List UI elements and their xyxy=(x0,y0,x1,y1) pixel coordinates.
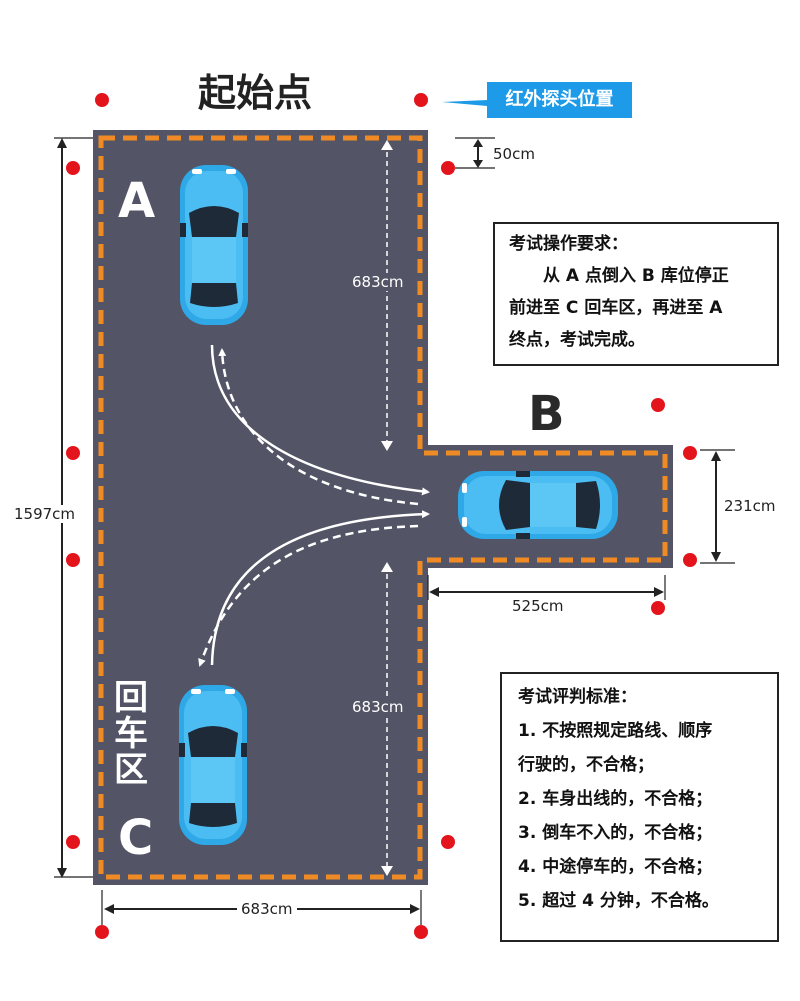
car-c xyxy=(179,685,247,845)
sensor-dot xyxy=(66,835,80,849)
sensor-dot xyxy=(651,398,665,412)
garage-depth-dim: 525cm xyxy=(512,597,564,615)
sensor-dot xyxy=(414,93,428,107)
sensor-dot xyxy=(66,553,80,567)
requirements-line: 终点，考试完成。 xyxy=(509,330,645,350)
sensor-dot xyxy=(95,93,109,107)
scoring-criteria-box: 考试评判标准： 1. 不按照规定路线、顺序 行驶的，不合格； 2. 车身出线的，… xyxy=(500,672,779,942)
sensor-dot xyxy=(95,925,109,939)
sensor-dot xyxy=(66,161,80,175)
requirements-line: 从 A 点倒入 B 库位停正 xyxy=(543,266,729,286)
sensor-dot xyxy=(441,835,455,849)
requirements-line: 前进至 C 回车区，再进至 A xyxy=(509,298,723,318)
sensor-dot xyxy=(683,553,697,567)
criteria-title: 考试评判标准： xyxy=(518,687,637,707)
car-a xyxy=(180,165,248,325)
sensor-position-label: 红外探头位置 xyxy=(487,82,632,118)
turnaround-zone-label: 回 车 区 xyxy=(114,678,148,790)
bottom-width-dim: 683cm xyxy=(237,900,297,918)
route-b-to-c xyxy=(198,524,419,667)
upper-lane-dim: 683cm xyxy=(350,273,406,291)
sensor-dot xyxy=(651,601,665,615)
criteria-item: 2. 车身出线的，不合格； xyxy=(518,789,713,809)
car-b xyxy=(458,471,618,539)
sensor-dots xyxy=(66,93,697,939)
criteria-item: 5. 超过 4 分钟，不合格。 xyxy=(518,891,719,911)
criteria-item: 3. 倒车不入的，不合格； xyxy=(518,823,713,843)
point-a-label: A xyxy=(118,173,156,229)
garage-width-dim: 231cm xyxy=(724,497,776,515)
criteria-item: 4. 中途停车的，不合格； xyxy=(518,857,713,877)
sensor-dot xyxy=(66,446,80,460)
point-c-label: C xyxy=(118,810,154,866)
sensor-pointer xyxy=(442,100,487,106)
sensor-dot xyxy=(414,925,428,939)
point-b-label: B xyxy=(528,386,565,442)
total-length-dim: 1597cm xyxy=(14,505,76,523)
sensor-offset-dim: 50cm xyxy=(493,145,535,163)
sensor-dot xyxy=(441,161,455,175)
criteria-item: 1. 不按照规定路线、顺序 xyxy=(518,721,713,741)
requirements-title: 考试操作要求： xyxy=(509,234,628,254)
lane-border xyxy=(98,135,668,880)
start-point-title: 起始点 xyxy=(197,71,312,115)
operation-requirements-box: 考试操作要求： 从 A 点倒入 B 库位停正 前进至 C 回车区，再进至 A 终… xyxy=(493,222,779,366)
sensor-dot xyxy=(683,446,697,460)
route-a-to-b xyxy=(210,344,430,496)
lower-lane-dim: 683cm xyxy=(350,698,406,716)
criteria-item: 行驶的，不合格； xyxy=(518,755,654,775)
